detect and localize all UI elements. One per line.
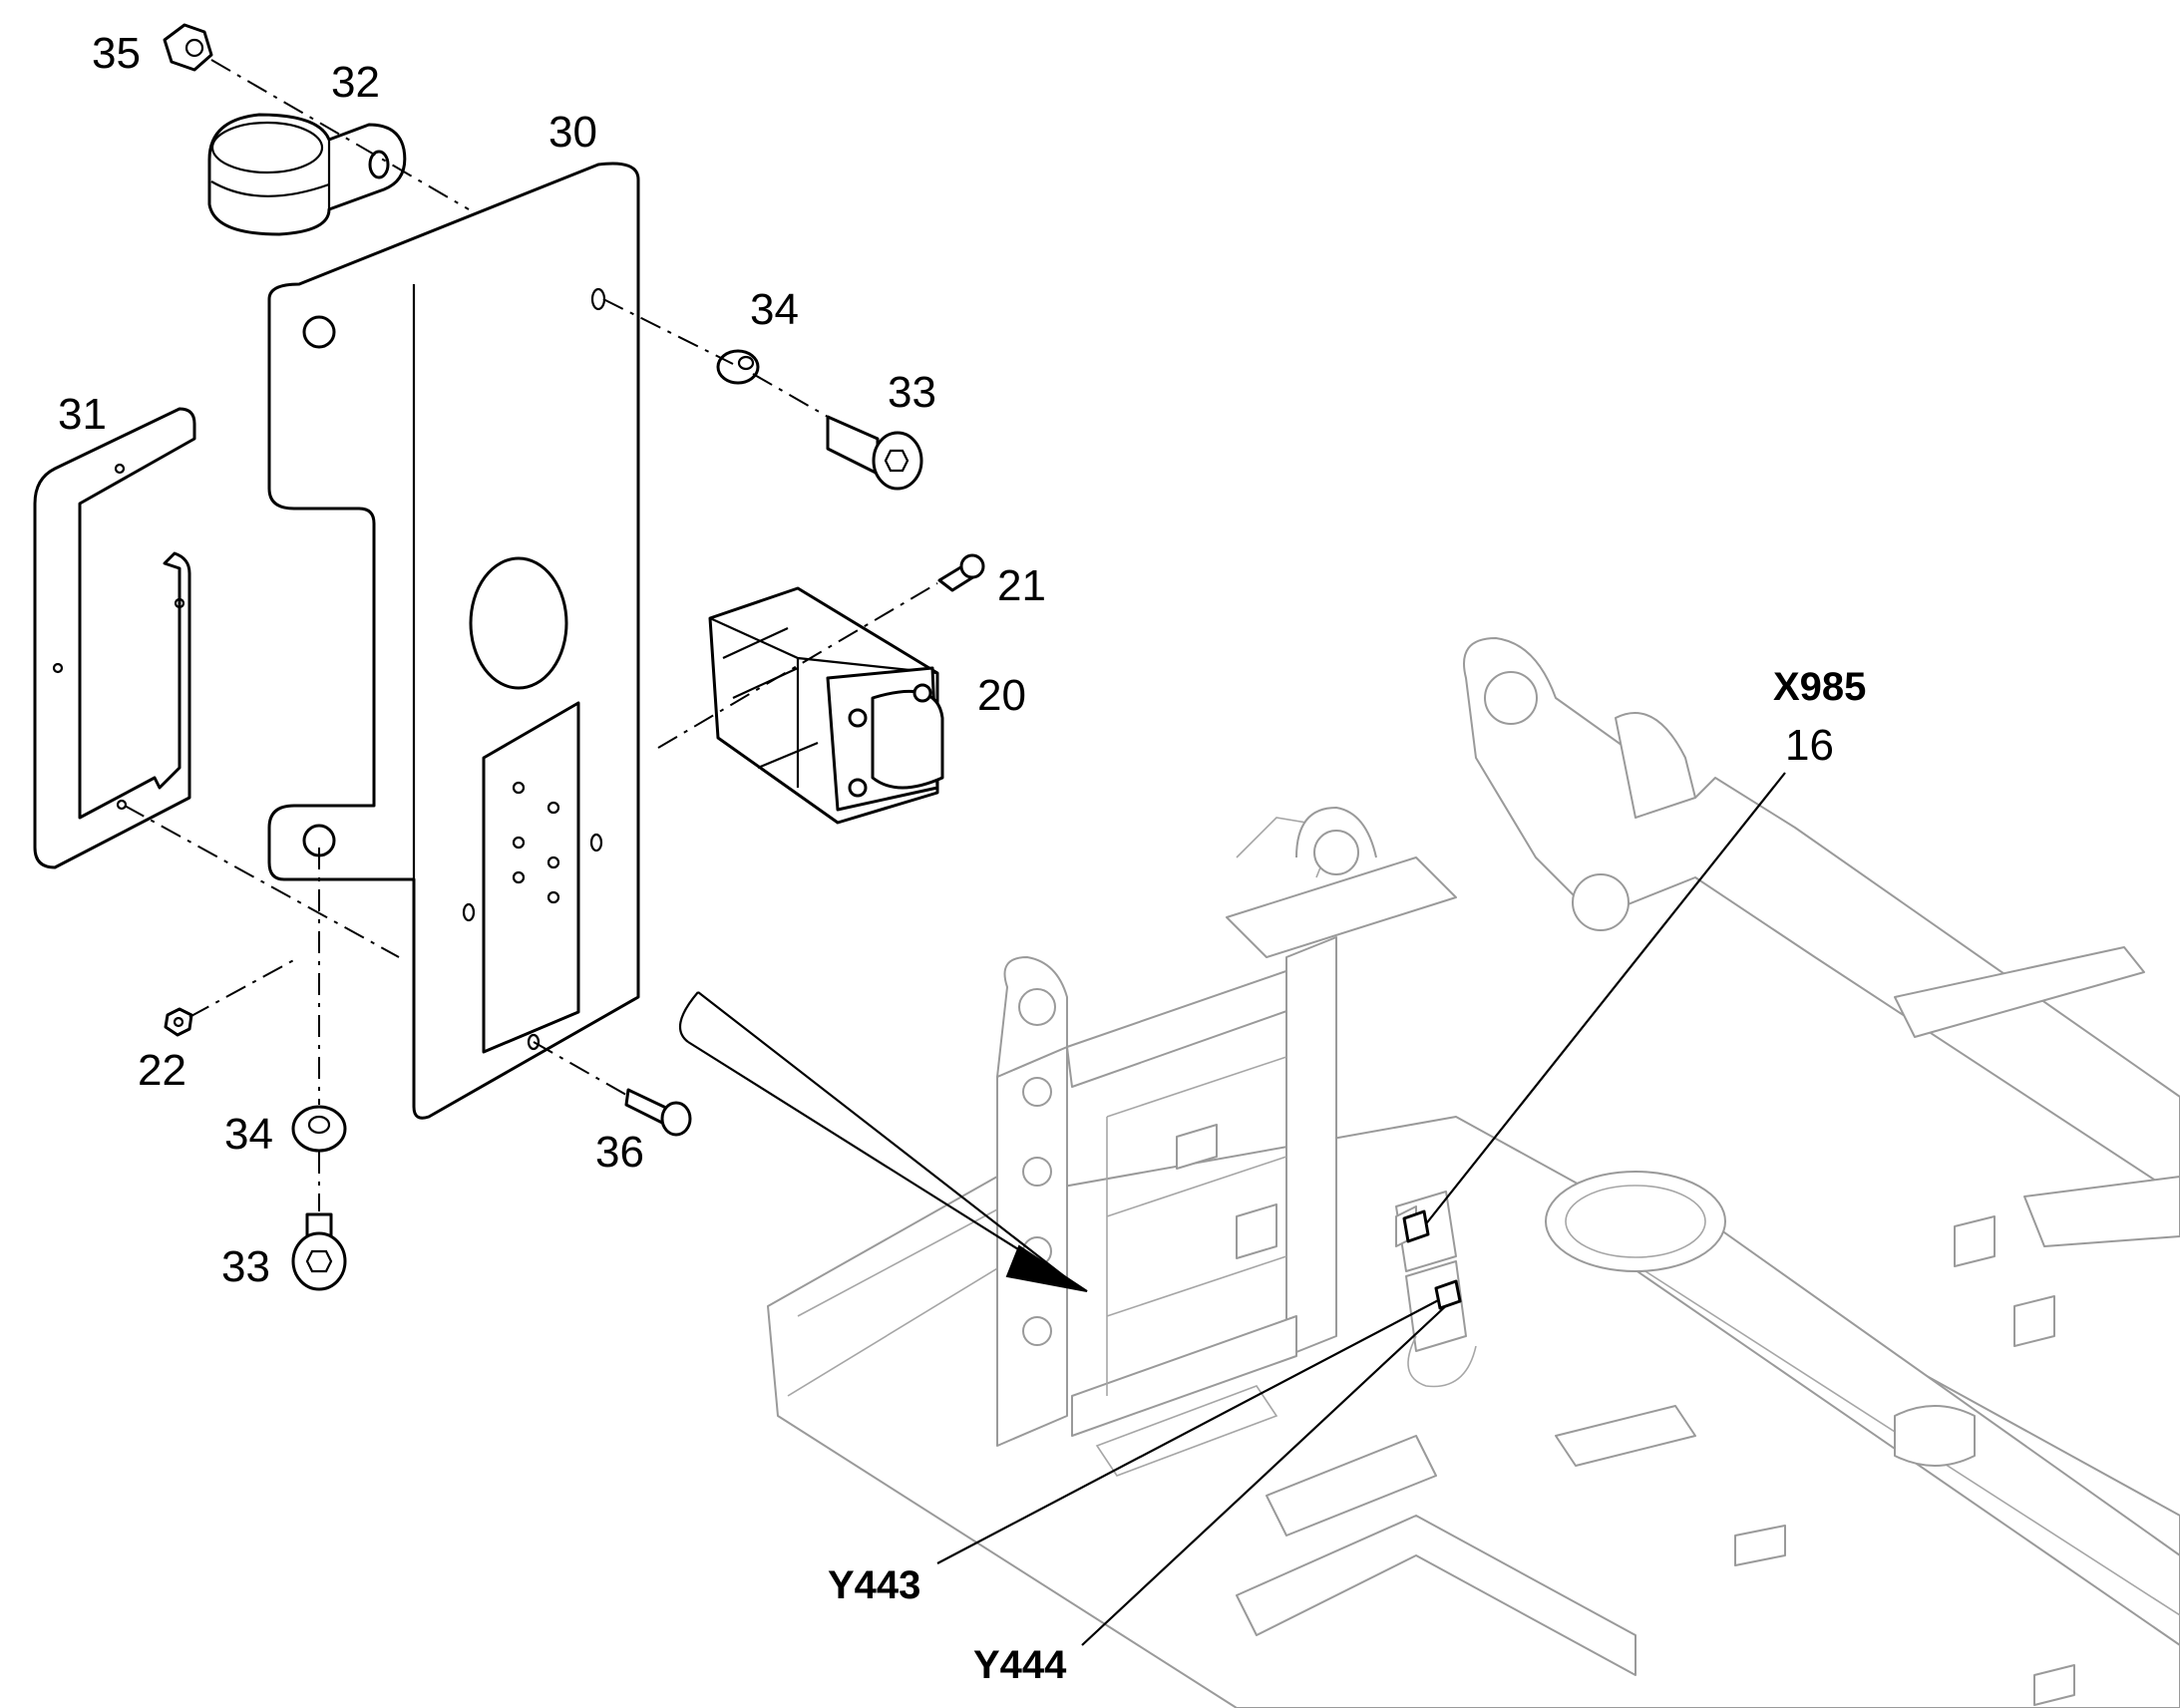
label-y443: Y443 <box>828 1563 920 1607</box>
callout-35: 35 <box>92 29 141 78</box>
label-x985: X985 <box>1773 665 1866 709</box>
callout-32: 32 <box>331 58 380 107</box>
callout-30: 30 <box>548 108 597 157</box>
callout-33-bottom: 33 <box>221 1242 270 1291</box>
clamp-32 <box>207 113 407 236</box>
nut-22 <box>164 1007 193 1037</box>
callout-16: 16 <box>1785 721 1834 770</box>
callout-34-top: 34 <box>750 285 799 334</box>
washer-34-bottom <box>291 1105 347 1153</box>
callout-20: 20 <box>977 671 1026 720</box>
exploded-parts <box>33 23 985 1291</box>
label-y444: Y444 <box>973 1643 1067 1687</box>
callout-21: 21 <box>997 561 1046 610</box>
callout-34-bottom: 34 <box>224 1110 273 1159</box>
screw-33-top <box>826 415 880 476</box>
callout-36: 36 <box>595 1128 644 1177</box>
connector-leaders <box>936 772 1786 1646</box>
callout-22: 22 <box>138 1046 186 1095</box>
connector-y443-icon <box>1434 1279 1462 1310</box>
washer-34-top <box>716 349 760 385</box>
callout-31: 31 <box>58 390 107 439</box>
nut-35 <box>163 23 213 72</box>
mounting-plate-30 <box>267 162 640 1120</box>
callout-33-top: 33 <box>888 368 936 417</box>
machine-frame <box>767 637 2180 1708</box>
callout-labels: 35 32 30 34 33 31 21 20 22 34 36 33 X985… <box>58 29 1866 1687</box>
connector-x985-icon <box>1402 1209 1430 1243</box>
detail-arrow <box>678 991 1088 1292</box>
bracket-31 <box>33 407 196 869</box>
assembly-lines <box>124 59 938 1211</box>
